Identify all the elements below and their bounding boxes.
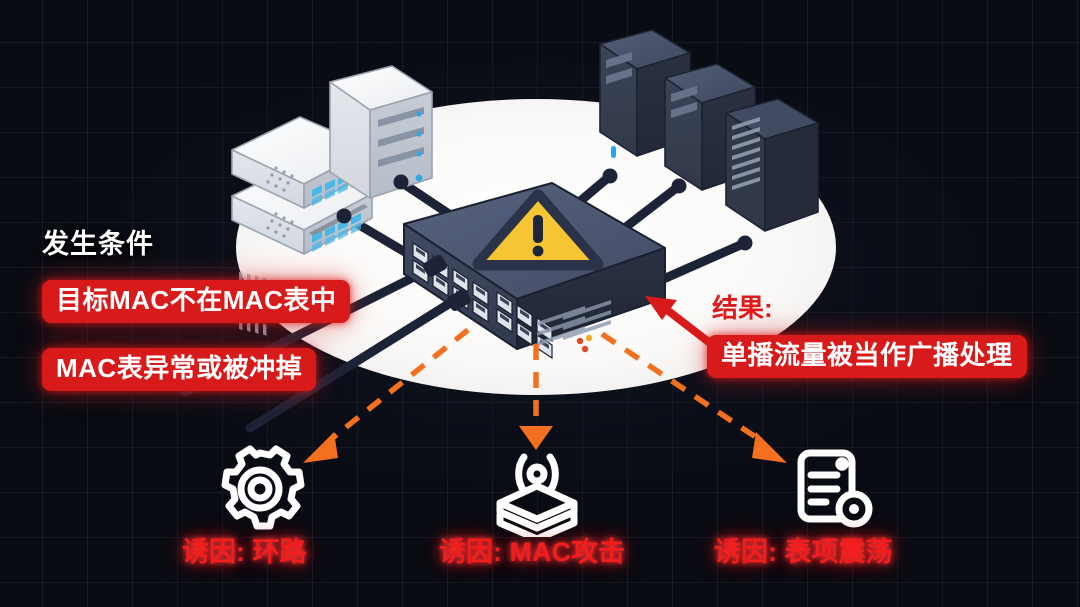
cable-connectors — [336, 168, 753, 311]
cause-label-2: 诱因: MAC攻击 — [439, 537, 625, 567]
server-rack-3 — [725, 98, 819, 232]
cause-label-3: 诱因: 表项震荡 — [714, 537, 893, 567]
result-label: 结果: — [712, 293, 773, 323]
switch-vents — [537, 300, 611, 346]
router-wifi-icon — [482, 437, 592, 543]
cause-arrowheads — [303, 426, 787, 463]
gear-icon — [205, 437, 315, 542]
cause-arrow-right — [600, 331, 762, 443]
condition-chip-2: MAC表异常或被冲掉 — [42, 348, 317, 392]
conditions-heading: 发生条件 — [42, 229, 154, 259]
switch-status-leds — [576, 334, 593, 353]
result-chip: 单播流量被当作广播处理 — [707, 335, 1027, 379]
cause-arrows — [328, 327, 762, 443]
cause-label-1: 诱因: 环路 — [182, 537, 307, 567]
warning-triangle-icon — [472, 189, 604, 271]
white-server-tower — [329, 65, 433, 199]
cause-arrow-left — [328, 327, 470, 443]
condition-chip-1: 目标MAC不在MAC表中 — [42, 280, 351, 324]
document-record-icon — [775, 437, 885, 542]
network-switch — [403, 182, 666, 360]
